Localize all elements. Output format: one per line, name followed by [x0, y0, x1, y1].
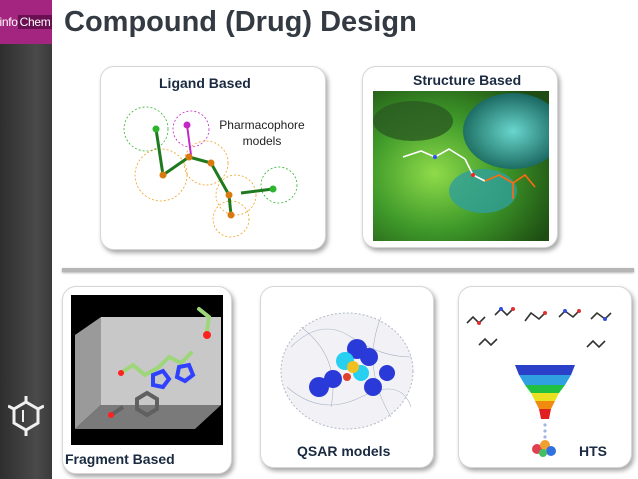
molecule-icon — [8, 396, 44, 436]
qsar-card: QSAR models — [260, 286, 434, 468]
pharmacophore-illustration — [123, 106, 298, 238]
pharmacophore-annotation: Pharmacophore models — [207, 117, 317, 149]
structure-based-label: Structure Based — [413, 72, 522, 88]
qsar-label: QSAR models — [297, 443, 391, 459]
slide-title: Compound (Drug) Design — [64, 6, 417, 38]
ligand-based-label: Ligand Based — [159, 75, 251, 91]
hts-label: HTS — [579, 443, 607, 459]
hts-card: HTS — [458, 286, 632, 468]
qsar-illustration — [280, 312, 414, 430]
ligand-based-card: Ligand Based Pharmacophore models — [100, 66, 326, 250]
hts-funnel-illustration — [466, 307, 612, 439]
annotation-line-1: Pharmacophore — [219, 118, 305, 132]
fragment-based-label: Fragment Based — [65, 451, 175, 467]
logo-prefix: info — [0, 15, 18, 29]
annotation-line-2: models — [242, 134, 282, 148]
fragment-illustration — [71, 295, 223, 445]
structure-based-card: Structure Based — [362, 66, 558, 248]
hit-molecule-icon — [532, 440, 556, 457]
fragment-based-card: Fragment Based — [62, 286, 232, 474]
section-divider — [62, 268, 634, 272]
logo-suffix: Chem — [17, 15, 53, 29]
protein-surface-image — [373, 91, 549, 241]
